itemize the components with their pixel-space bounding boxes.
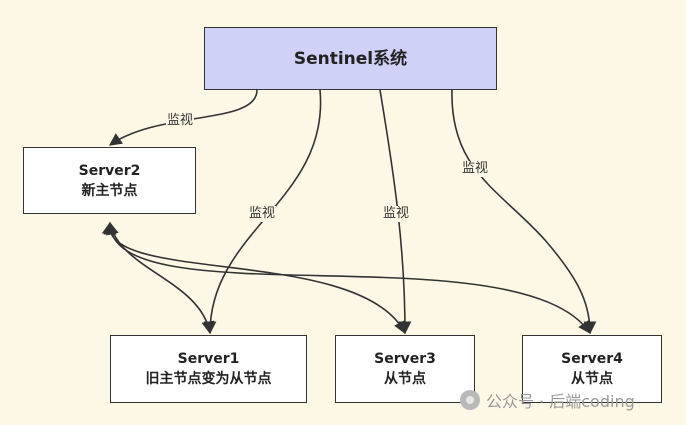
server4-role: 从节点 <box>571 371 613 387</box>
server4-node: Server4 从节点 <box>522 335 662 403</box>
server3-role: 从节点 <box>384 371 426 387</box>
server2-role: 新主节点 <box>81 182 138 199</box>
wechat-logo-icon <box>460 390 480 410</box>
edge-label-server2: 监视 <box>166 113 195 129</box>
edge-sentinel-server4 <box>451 89 597 335</box>
server1-title: Server1 <box>177 351 240 367</box>
edge-sentinel-server2 <box>108 89 258 146</box>
edge-server2-server4 <box>103 221 591 335</box>
edge-label-server4: 监视 <box>461 161 490 177</box>
edge-label-server3: 监视 <box>382 206 411 222</box>
watermark: 公众号 · 后端coding <box>460 388 635 412</box>
sentinel-node: Sentinel系统 <box>204 27 497 90</box>
edge-label-server1: 监视 <box>248 206 277 222</box>
server3-title: Server3 <box>374 351 436 367</box>
server1-node: Server1 旧主节点变为从节点 <box>110 335 307 403</box>
edge-server2-server1 <box>106 221 215 335</box>
watermark-text: 公众号 · 后端coding <box>486 392 635 411</box>
sentinel-label: Sentinel系统 <box>293 48 408 69</box>
server1-role: 旧主节点变为从节点 <box>145 371 272 387</box>
edge-server2-server3 <box>101 221 406 335</box>
server3-node: Server3 从节点 <box>335 335 475 403</box>
server4-title: Server4 <box>561 351 623 367</box>
server2-title: Server2 <box>78 162 141 179</box>
server2-node: Server2 新主节点 <box>23 147 196 214</box>
